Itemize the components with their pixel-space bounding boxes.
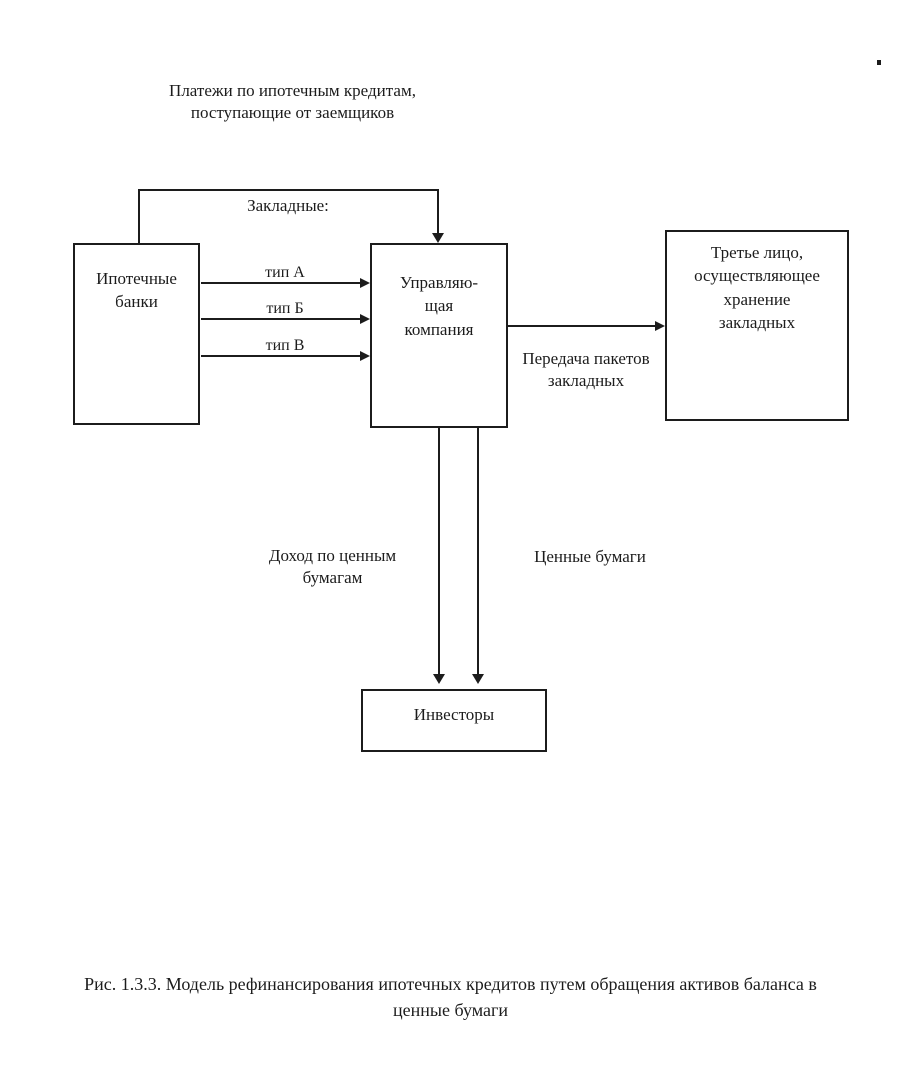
third-party-line4: закладных: [718, 313, 796, 333]
type-b-label: тип Б: [266, 300, 304, 317]
income-label-line1: Доход по ценным: [268, 546, 397, 565]
securities-arrow-line: [477, 428, 479, 676]
type-a-arrowhead-icon: [360, 278, 370, 288]
figure-caption-line1: Рис. 1.3.3. Модель рефинансирования ипот…: [84, 974, 817, 994]
figure-caption: Рис. 1.3.3. Модель рефинансирования ипот…: [0, 971, 901, 1023]
loop-line-across: [138, 189, 439, 191]
income-label-line2: бумагам: [302, 568, 363, 588]
mortgage-banks-box: Ипотечные банки: [73, 243, 200, 425]
investors-box: Инвесторы: [361, 689, 547, 752]
income-arrowhead-icon: [433, 674, 445, 684]
scan-artifact-dot: [877, 60, 881, 65]
transfer-label-line1: Передача пакетов: [522, 349, 650, 368]
top-note: Платежи по ипотечным кредитам, поступающ…: [140, 80, 445, 125]
type-a-arrow-line: [201, 282, 361, 284]
transfer-arrowhead-icon: [655, 321, 665, 331]
transfer-label: Передача пакетов закладных: [512, 348, 660, 393]
type-v-arrow-line: [201, 355, 361, 357]
third-party-line1: Третье лицо,: [710, 243, 804, 262]
figure-caption-line2: ценные бумаги: [393, 1000, 508, 1021]
loop-line-up: [138, 189, 140, 243]
third-party-box: Третье лицо, осуществляющее хранение зак…: [665, 230, 849, 421]
top-note-line2: поступающие от заемщиков: [190, 103, 395, 123]
loop-label: Закладные:: [247, 196, 329, 215]
income-label: Доход по ценным бумагам: [255, 545, 410, 590]
third-party-line3: хранение: [723, 289, 791, 309]
loop-line-down: [437, 189, 439, 234]
transfer-label-line2: закладных: [547, 371, 625, 391]
type-b-arrowhead-icon: [360, 314, 370, 324]
income-arrow-line: [438, 428, 440, 676]
third-party-line2: осуществляющее: [694, 266, 820, 286]
type-a-label: тип А: [265, 264, 305, 281]
type-v-label: тип В: [265, 337, 305, 354]
management-company-line1: Управляю-: [399, 273, 479, 292]
loop-arrowhead-icon: [432, 233, 444, 243]
securities-label: Ценные бумаги: [534, 547, 646, 566]
type-b-arrow-line: [201, 318, 361, 320]
mortgage-banks-line2: банки: [115, 292, 158, 312]
management-company-line3: компания: [404, 319, 474, 339]
top-note-line1: Платежи по ипотечным кредитам,: [169, 81, 416, 100]
management-company-box: Управляю- щая компания: [370, 243, 508, 428]
management-company-line2: щая: [424, 296, 454, 316]
type-v-arrowhead-icon: [360, 351, 370, 361]
transfer-arrow-line: [508, 325, 656, 327]
investors-label: Инвесторы: [413, 705, 495, 724]
securities-arrowhead-icon: [472, 674, 484, 684]
mortgage-banks-line1: Ипотечные: [96, 269, 177, 288]
